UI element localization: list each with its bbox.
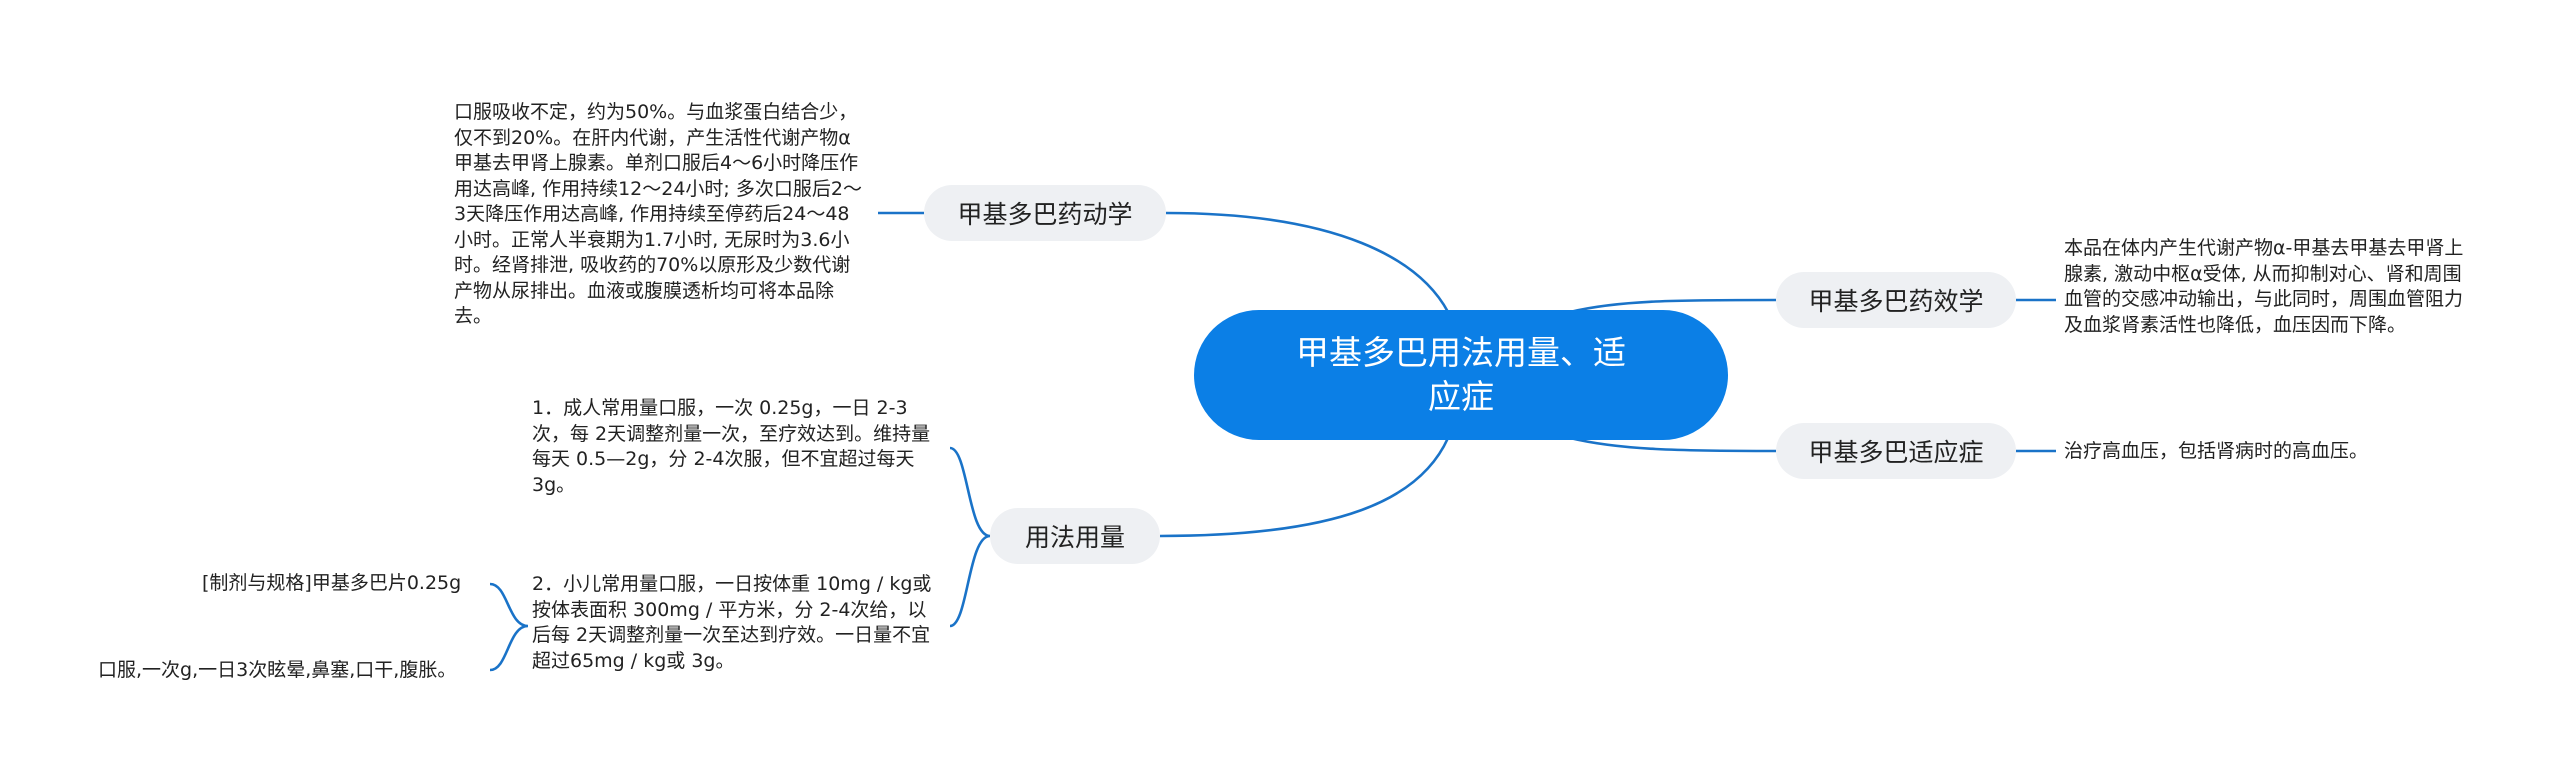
connector-root-pharmacodynamics: [1569, 298, 1777, 314]
connector-child-leaves-bracket: [489, 582, 529, 672]
branch-pharmacokinetics[interactable]: 甲基多巴药动学: [924, 185, 1166, 241]
branch-dosage[interactable]: 用法用量: [990, 508, 1160, 564]
connector-root-pharmacokinetics: [1165, 211, 1450, 313]
leaf-formulation: [制剂与规格]甲基多巴片0.25g: [202, 572, 462, 594]
branch-indications[interactable]: 甲基多巴适应症: [1776, 423, 2016, 479]
note-dosage-child: 2．小儿常用量口服，一日按体重 10mg / kg或按体表面积 300mg / …: [532, 573, 932, 672]
connector-root-dosage: [1159, 437, 1450, 538]
connector-root-indications: [1569, 436, 1777, 453]
note-pharmacokinetics: 口服吸收不定，约为50%。与血浆蛋白结合少，仅不到20%。在肝内代谢，产生活性代…: [454, 101, 862, 327]
connector-dosage-bracket: [949, 446, 991, 628]
note-indications: 治疗高血压，包括肾病时的高血压。: [2064, 440, 2369, 462]
root-topic[interactable]: 甲基多巴用法用量、适应症: [1194, 310, 1728, 440]
note-dosage-adult: 1．成人常用量口服，一次 0.25g，一日 2-3次，每 2天调整剂量一次，至疗…: [532, 397, 931, 496]
leaf-side-effects: 口服,一次g,一日3次眩晕,鼻塞,口干,腹胀。: [98, 659, 457, 681]
branch-pharmacodynamics[interactable]: 甲基多巴药效学: [1776, 272, 2016, 328]
note-pharmacodynamics: 本品在体内产生代谢产物α-甲基去甲基去甲肾上腺素, 激动中枢α受体, 从而抑制对…: [2064, 237, 2464, 336]
